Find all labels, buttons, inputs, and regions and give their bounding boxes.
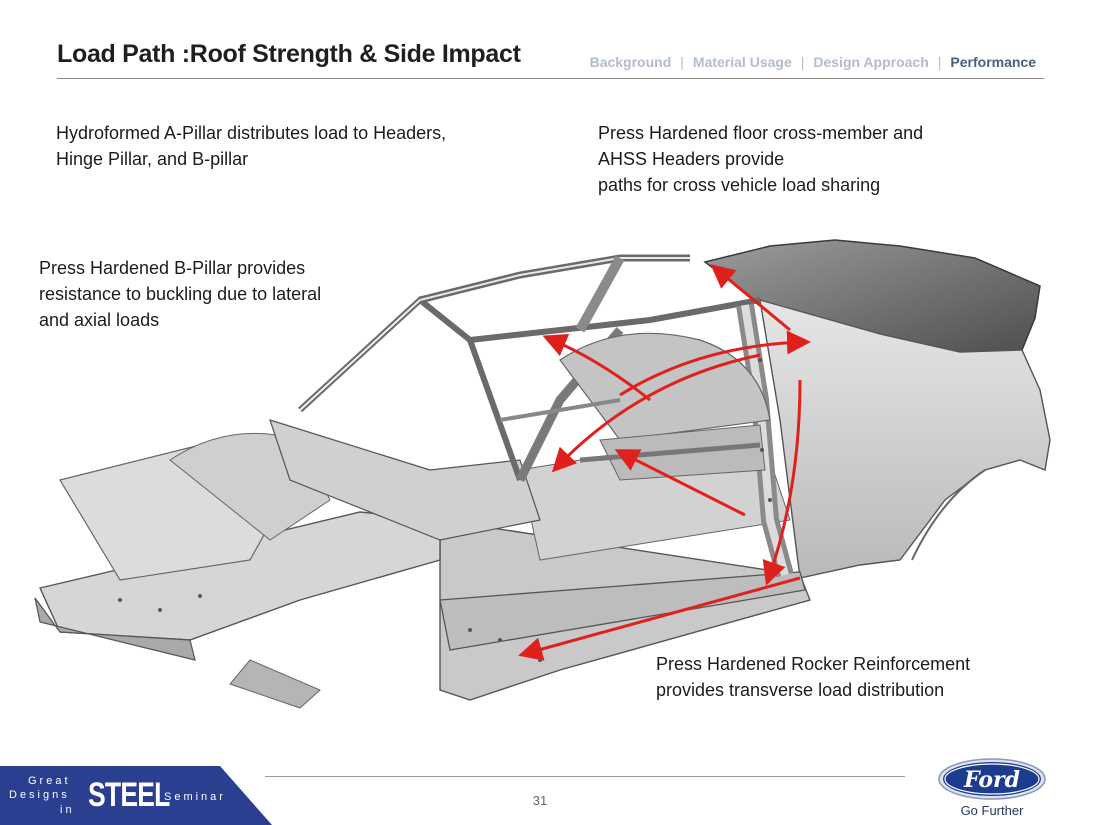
nav-item-design-approach[interactable]: Design Approach <box>813 54 929 70</box>
callout-line: Press Hardened Rocker Reinforcement <box>656 654 971 674</box>
callout-rocker-reinforcement: Press Hardened Rocker Reinforcement prov… <box>656 651 1056 703</box>
section-nav: Background | Material Usage | Design Approac… <box>590 54 1036 70</box>
callout-line: Press Hardened floor cross-member and <box>598 123 924 143</box>
callout-line: Press Hardened B-Pillar provides <box>39 258 306 278</box>
logo-wordmark: Ford <box>963 767 1020 793</box>
ford-logo-icon: Ford <box>938 758 1046 800</box>
nav-item-background[interactable]: Background <box>589 54 672 70</box>
callout-line: and axial loads <box>39 310 160 330</box>
callout-floor-cross-member: Press Hardened floor cross-member and AH… <box>598 120 1018 198</box>
callout-line: resistance to buckling due to lateral <box>39 284 322 304</box>
nav-item-performance[interactable]: Performance <box>950 54 1036 70</box>
callout-line: provides transverse load distribution <box>656 680 945 700</box>
seminar-logo: Great Designs in STEEL Seminar <box>0 766 272 825</box>
brand-tagline: Go Further <box>960 803 1024 818</box>
nav-item-material-usage[interactable]: Material Usage <box>692 54 792 70</box>
nav-separator: | <box>800 54 805 70</box>
badge-word: Seminar <box>164 791 226 803</box>
callout-line: Hydroformed A-Pillar distributes load to… <box>56 123 447 143</box>
callout-line: Hinge Pillar, and B-pillar <box>56 149 249 169</box>
page-number: 31 <box>532 793 548 808</box>
callout-a-pillar: Hydroformed A-Pillar distributes load to… <box>56 120 526 172</box>
slide-title: Load Path :Roof Strength & Side Impact <box>57 40 521 68</box>
badge-word: Great <box>28 775 71 787</box>
callout-line: AHSS Headers provide <box>598 149 785 169</box>
footer-divider <box>265 776 905 777</box>
badge-word: Designs <box>9 789 70 801</box>
callout-b-pillar: Press Hardened B-Pillar provides resista… <box>39 255 409 333</box>
title-divider <box>57 78 1044 79</box>
callout-line: paths for cross vehicle load sharing <box>598 175 881 195</box>
badge-steel-word: STEEL <box>88 776 170 814</box>
nav-separator: | <box>680 54 684 70</box>
badge-word: in <box>60 804 75 816</box>
nav-separator: | <box>937 54 942 70</box>
